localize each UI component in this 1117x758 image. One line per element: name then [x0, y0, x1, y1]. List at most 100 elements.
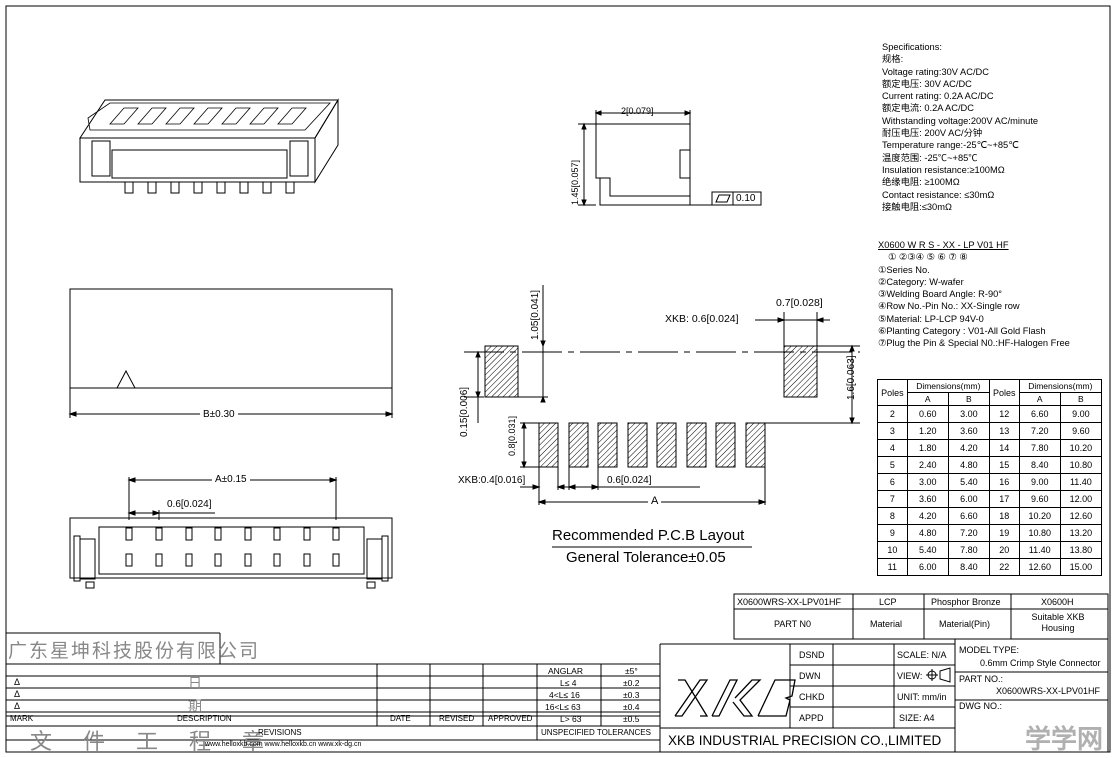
pcb-pitch-label: 0.6[0.024] [607, 475, 652, 486]
signal-pad-height-label: 0.8[0.031] [507, 415, 517, 456]
table-cell: 15 [988, 456, 1020, 474]
part-code-markers: ① ②③④ ⑤ ⑥ ⑦ ⑧ [888, 252, 968, 263]
sheet-border [5, 5, 1111, 753]
code-legend-item: ④Row No.-Pin No.: XX-Single row [878, 301, 1020, 312]
offset-label: 0.15[0.006] [459, 386, 470, 437]
code-legend-item: ②Category: W-wafer [878, 276, 964, 287]
top-view [68, 288, 394, 418]
col-a-header: A [906, 392, 949, 406]
table-cell: 22 [988, 558, 1020, 576]
table-cell: 5 [877, 456, 908, 474]
code-legend-item: ①Series No. [878, 264, 930, 275]
a-label: A [648, 496, 662, 507]
revision-mark: Δ [14, 689, 21, 699]
table-cell: 8 [877, 507, 908, 525]
part-info-grid [733, 593, 1109, 640]
table-cell: 15.00 [1059, 558, 1103, 576]
tolerance-value: ±0.2 [623, 678, 640, 688]
part-code: X0600 W R S - XX - LP V01 HF [878, 240, 1009, 250]
table-cell: 9.60 [1059, 422, 1103, 440]
part-number: X0600WRS-XX-LPV01HF [737, 597, 842, 607]
xkb-logo [674, 679, 796, 717]
table-cell: 19 [988, 524, 1020, 542]
title-block-grid [5, 632, 1109, 752]
table-cell: 4 [877, 439, 908, 457]
company-name: XKB INDUSTRIAL PRECISION CO.,LIMITED [668, 733, 942, 748]
table-cell: 16 [988, 473, 1020, 491]
table-cell: 2.40 [906, 456, 949, 474]
scale-label: SCALE: N/A [897, 650, 947, 660]
flatness-value: 0.10 [736, 193, 756, 204]
height-dimension-label: 1.45[0.057] [570, 159, 580, 205]
table-cell: 3.00 [906, 473, 949, 491]
table-cell: 18 [988, 507, 1020, 525]
website-links: www.helloxkb.com www.helloxkb.cn www.xk-… [205, 741, 362, 748]
material-value: LCP [879, 597, 897, 607]
code-legend-item: ⑤Material: LP-LCP 94V-0 [878, 313, 984, 324]
tolerance-value: ±0.5 [623, 714, 640, 724]
watermark-logo: 学学网 [1025, 724, 1104, 754]
revision-mark: Δ [14, 677, 21, 687]
xkb-pad-width-label: XKB:0.4[0.016] [458, 475, 526, 486]
tolerance-note: General Tolerance±0.05 [566, 549, 726, 566]
table-cell: 8.40 [1018, 456, 1061, 474]
table-cell: 13 [988, 422, 1020, 440]
table-cell: 20 [988, 541, 1020, 559]
col-a-header: A [1018, 392, 1061, 406]
table-cell: 4.80 [947, 456, 990, 474]
table-cell: 9 [877, 524, 908, 542]
pad-height-label: 1.05[0.041] [530, 289, 541, 340]
table-cell: 9.00 [1018, 473, 1061, 491]
a-dimension-label: A±0.15 [212, 474, 250, 485]
size-label: SIZE: A4 [899, 713, 935, 723]
front-view [69, 477, 393, 589]
part-no-label: PART N0 [774, 619, 812, 629]
model-type-value: 0.6mm Crimp Style Connector [980, 658, 1101, 668]
mark-header: MARK [10, 714, 34, 723]
appd-label: APPD [799, 713, 824, 723]
table-cell: 13.20 [1059, 524, 1103, 542]
approved-header: APPROVED [488, 714, 533, 723]
spec-line: 额定电压: 30V AC/DC [882, 78, 972, 89]
spec-line: Withstanding voltage:200V AC/minute [882, 115, 1039, 126]
table-cell: 6.60 [1018, 405, 1061, 423]
table-cell: 0.60 [906, 405, 949, 423]
pcb-layout [464, 285, 860, 548]
xkb-pitch-label: XKB: 0.6[0.024] [665, 313, 739, 325]
table-cell: 6 [877, 473, 908, 491]
unspecified-tolerances: UNSPECIFIED TOLERANCES [541, 728, 651, 737]
table-cell: 6.00 [947, 490, 990, 508]
spec-line: 接触电阻:≤30mΩ [882, 201, 952, 212]
total-height-label: 1.6[0.063] [846, 355, 857, 400]
pin-material-value: Phosphor Bronze [931, 597, 1001, 607]
table-cell: 12.60 [1018, 558, 1061, 576]
date-header: DATE [390, 714, 411, 723]
code-legend-item: ⑥Planting Category : V01-All Gold Flash [878, 326, 1046, 337]
poles-header: Poles [988, 379, 1020, 406]
code-legend-item: ⑦Plug the Pin & Special N0.:HF-Halogen F… [878, 338, 1070, 349]
spec-line: Specifications: [882, 42, 942, 52]
specifications-block: Specifications: 规格: Voltage rating:30V A… [882, 41, 1112, 213]
spec-line: 额定电流: 0.2A AC/DC [882, 103, 974, 114]
code-legend-item: ③Welding Board Angle: R-90° [878, 289, 1003, 300]
table-cell: 7.80 [1018, 439, 1061, 457]
table-cell: 12.00 [1059, 490, 1103, 508]
revised-header: REVISED [439, 714, 475, 723]
table-cell: 17 [988, 490, 1020, 508]
table-cell: 5.40 [906, 541, 949, 559]
table-cell: 7.20 [947, 524, 990, 542]
table-cell: 14 [988, 439, 1020, 457]
description-header: DESCRIPTION [177, 714, 232, 723]
spec-line: Voltage rating:30V AC/DC [882, 66, 989, 77]
pitch-label: 0.6[0.024] [167, 499, 212, 510]
angle-header: ANGLAR [548, 666, 583, 676]
table-cell: 9.00 [1059, 405, 1103, 423]
table-cell: 12 [988, 405, 1020, 423]
